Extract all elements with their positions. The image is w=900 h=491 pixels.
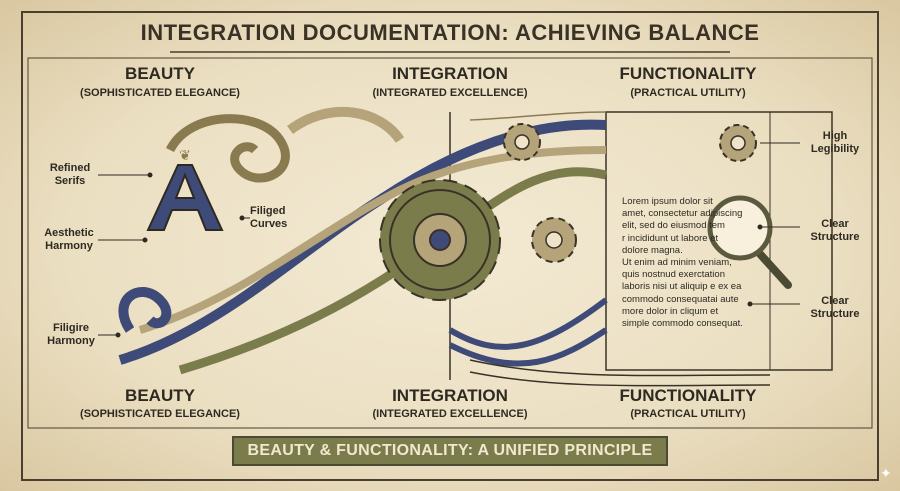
- svg-text:❦: ❦: [179, 147, 191, 163]
- scroll-flourish-top: [165, 114, 290, 183]
- label-refined-serifs: Refined Serifs: [49, 162, 91, 187]
- bottom-subheading-beauty: (SOPHISTICATED ELEGANCE): [80, 408, 240, 420]
- label-filigire-harmony: Filigire Harmony: [47, 322, 95, 347]
- inner-frame: [27, 57, 873, 429]
- arrow-line: [469, 111, 607, 121]
- subheading-beauty: (SOPHISTICATED ELEGANCE): [80, 87, 240, 99]
- magnifying-glass-icon: [707, 195, 792, 289]
- leader-lines: [98, 142, 800, 338]
- label-filiged-curves: Filiged Curves: [250, 205, 288, 230]
- label-clear-structure-2: Clear Structure: [810, 295, 860, 320]
- leaf-flourish: [287, 106, 405, 144]
- outer-frame: [21, 11, 879, 481]
- scroll-flourish-bottom: [118, 286, 172, 333]
- sparkle-icon: ✦: [880, 465, 892, 481]
- bottom-subheading-functionality: (PRACTICAL UTILITY): [630, 408, 746, 420]
- line-lower: [469, 359, 771, 387]
- small-gear-icon: [503, 123, 541, 161]
- bottom-heading-beauty: BEAUTY: [125, 386, 195, 405]
- sample-body-text: Lorem ipsum dolor sit amet, consectetur …: [622, 196, 743, 330]
- banner-text: BEAUTY & FUNCTIONALITY: A UNIFIED PRINCI…: [247, 442, 653, 459]
- legibility-gear-icon: [719, 124, 757, 162]
- heading-functionality: FUNCTIONALITY: [619, 64, 757, 83]
- label-aesthetic-harmony: Aesthetic Harmony: [44, 227, 94, 252]
- bottom-heading-functionality: FUNCTIONALITY: [619, 386, 757, 405]
- principle-banner: BEAUTY & FUNCTIONALITY: A UNIFIED PRINCI…: [232, 436, 668, 466]
- navy-ribbon-lower: [448, 297, 608, 367]
- document-panel: [605, 111, 833, 371]
- label-high-legibility: High Legibility: [810, 130, 860, 155]
- heading-integration: INTEGRATION: [392, 64, 508, 83]
- heading-beauty: BEAUTY: [125, 64, 195, 83]
- label-clear-structure-1: Clear Structure: [810, 218, 860, 243]
- subheading-functionality: (PRACTICAL UTILITY): [630, 87, 746, 99]
- large-gear-icon: [379, 179, 501, 301]
- page-title: INTEGRATION DOCUMENTATION: ACHIEVING BAL…: [140, 20, 760, 45]
- subheading-integration: (INTEGRATED EXCELLENCE): [372, 87, 528, 99]
- medium-gear-icon: [531, 217, 577, 263]
- bottom-subheading-integration: (INTEGRATED EXCELLENCE): [372, 408, 528, 420]
- bottom-heading-integration: INTEGRATION: [392, 386, 508, 405]
- illuminated-letter-a: ❦: [146, 147, 224, 231]
